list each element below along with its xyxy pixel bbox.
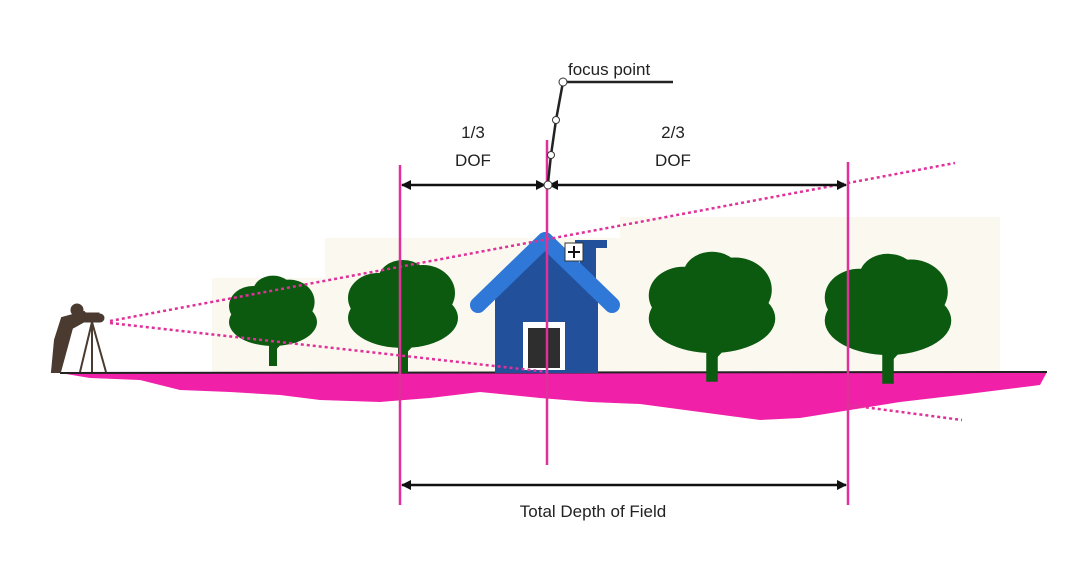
- total-dof-label: Total Depth of Field: [520, 502, 666, 521]
- focus-point-label: focus point: [568, 60, 650, 79]
- focus-limit-lines: [398, 140, 850, 505]
- near-unit-label: DOF: [455, 151, 491, 170]
- ground: [60, 372, 1047, 420]
- far-unit-label: DOF: [655, 151, 691, 170]
- move-handle-icon: [564, 242, 584, 262]
- photographer-icon: [50, 303, 107, 373]
- near-fraction-label: 1/3: [461, 123, 485, 142]
- far-fraction-label: 2/3: [661, 123, 685, 142]
- focus-point-leader: [543, 77, 673, 190]
